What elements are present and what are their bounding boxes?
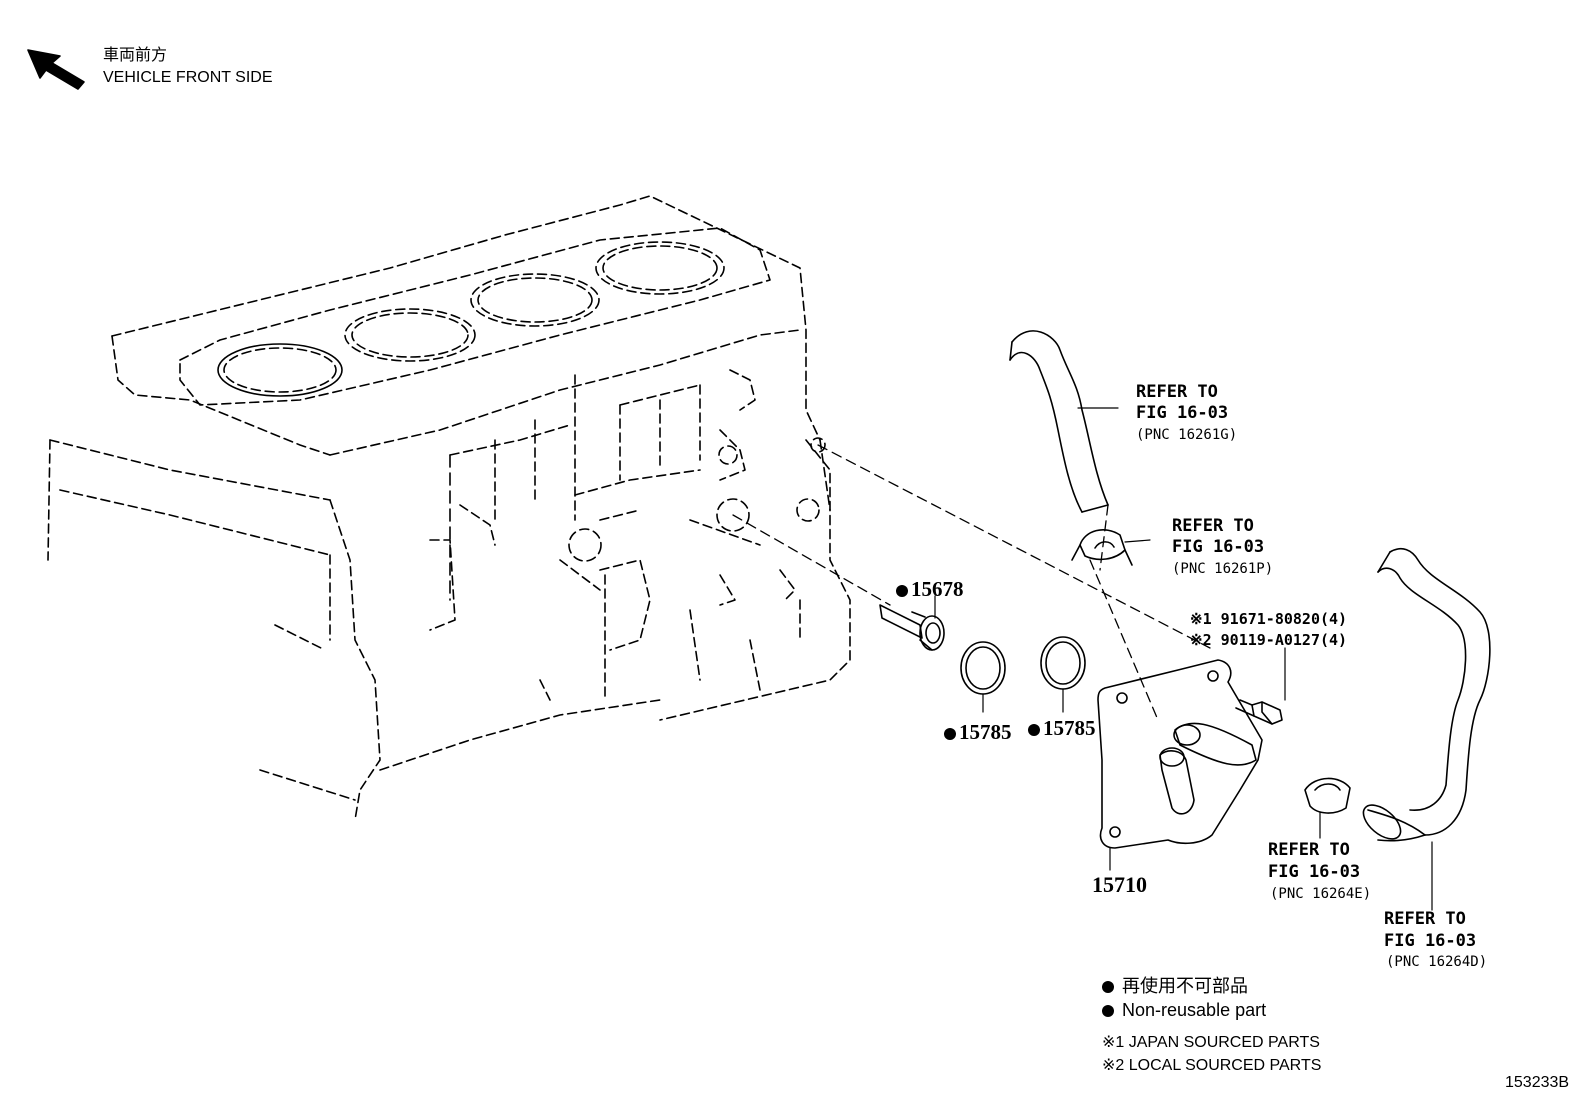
callout-line2: FIG 16-03 xyxy=(1384,931,1477,951)
callout-line3: (PNC 16264E) xyxy=(1270,886,1372,902)
vehicle-front-label-en: VEHICLE FRONT SIDE xyxy=(103,69,273,86)
callout-line2: FIG 16-03 xyxy=(1172,537,1265,557)
callout-line1: REFER TO xyxy=(1384,909,1466,929)
part-15785-left-label: 15785 xyxy=(944,722,1012,743)
o-ring-15785-right xyxy=(1040,636,1086,713)
engine-block xyxy=(47,195,851,821)
part-15710-label: 15710 xyxy=(1092,872,1147,897)
hose-16264d xyxy=(1362,548,1491,911)
callout-line3: (PNC 16261G) xyxy=(1136,427,1238,443)
part-number: 15785 xyxy=(1043,716,1096,740)
callout-line2: FIG 16-03 xyxy=(1268,862,1361,882)
bolt-part-number-2: ※2 90119-A0127(4) xyxy=(1190,631,1348,649)
non-reusable-dot-icon xyxy=(896,585,908,598)
clamp-16264e xyxy=(1304,777,1351,839)
bolt-91671 xyxy=(1235,647,1286,725)
callout-line3: (PNC 16261P) xyxy=(1172,561,1274,577)
part-15785-right-label: 15785 xyxy=(1028,718,1096,739)
non-reusable-dot-icon xyxy=(944,728,956,741)
clamp-16261p xyxy=(1071,529,1151,566)
hose-16261g xyxy=(1009,330,1119,513)
non-reusable-dot-icon xyxy=(1028,724,1040,737)
non-reusable-dot-icon xyxy=(1102,1005,1114,1018)
part-number: 15785 xyxy=(959,720,1012,744)
vehicle-front-label-ja: 車両前方 xyxy=(103,47,168,64)
arrow-up-left-icon xyxy=(27,49,85,90)
callout-line1: REFER TO xyxy=(1136,382,1218,402)
callout-line2: FIG 16-03 xyxy=(1136,403,1229,423)
figure-id: 153233B xyxy=(1505,1074,1570,1091)
legend-note-japan: ※1 JAPAN SOURCED PARTS xyxy=(1102,1034,1320,1051)
oil-cooler-15710 xyxy=(1097,659,1263,871)
non-reusable-dot-icon xyxy=(1102,981,1114,994)
part-number: 15678 xyxy=(911,577,964,601)
legend-non-reusable-ja: 再使用不可部品 xyxy=(1102,977,1248,995)
part-15678-label: 15678 xyxy=(896,579,964,600)
callout-line1: REFER TO xyxy=(1172,516,1254,536)
callout-line3: (PNC 16264D) xyxy=(1386,954,1488,970)
o-ring-15785-left xyxy=(960,641,1006,713)
callout-line1: REFER TO xyxy=(1268,840,1350,860)
assembly-centerlines xyxy=(732,444,1211,721)
bolt-part-number-1: ※1 91671-80820(4) xyxy=(1190,610,1348,628)
legend-note-local: ※2 LOCAL SOURCED PARTS xyxy=(1102,1057,1322,1074)
legend-non-reusable-en: Non-reusable part xyxy=(1102,1001,1266,1019)
tube-15678 xyxy=(879,595,945,651)
